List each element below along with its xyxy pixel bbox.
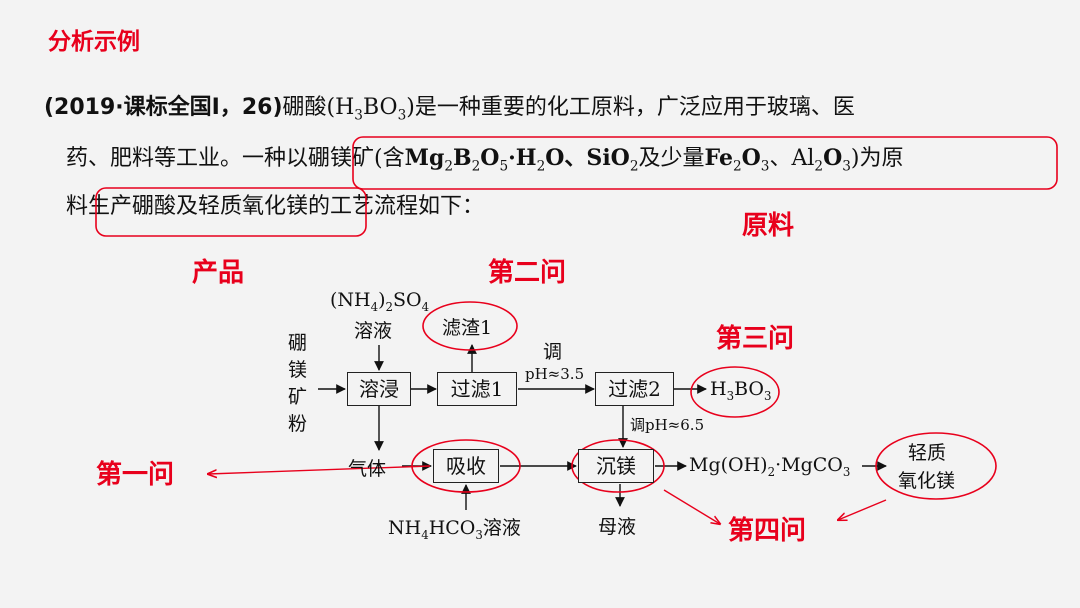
box-leach: 溶浸 xyxy=(347,372,411,406)
highlight-h3bo3 xyxy=(690,366,780,418)
product-h3bo3: H3BO3 xyxy=(710,378,772,403)
section-title: 分析示例 xyxy=(48,29,140,55)
label-raw-material: 原料 xyxy=(742,211,795,241)
adjust-ph-2: 调pH≈6.5 xyxy=(630,416,705,434)
label-question-4: 第四问 xyxy=(728,516,807,546)
reagent-ammonium-sulfate: (NH4)2SO4 xyxy=(330,289,430,314)
highlight-mgo xyxy=(875,432,997,500)
question-line-1: (2019·课标全国Ⅰ，26)硼酸(H3BO3)是一种重要的化工原料，广泛应用于… xyxy=(44,95,855,124)
reagent-nh4hco3: NH4HCO3溶液 xyxy=(388,517,521,542)
question-line-3: 料生产硼酸及轻质氧化镁的工艺流程如下： xyxy=(66,194,485,219)
adjust-ph-1-value: pH≈3.5 xyxy=(525,365,585,383)
mgo-line-2: 氧化镁 xyxy=(898,470,956,492)
pointer-question-1 xyxy=(208,465,431,474)
mother-liquor-label: 母液 xyxy=(598,516,637,538)
box-absorb: 吸收 xyxy=(433,449,499,483)
label-question-2: 第二问 xyxy=(488,258,567,288)
question-line-2: 药、肥料等工业。一种以硼镁矿(含Mg2B2O5·H2O、SiO2及少量Fe2O3… xyxy=(66,145,904,175)
gas-label: 气体 xyxy=(348,458,387,480)
mgo-line-1: 轻质 xyxy=(908,442,947,464)
pointer-question-4-right xyxy=(838,499,887,520)
reagent-state: 溶液 xyxy=(354,320,393,342)
adjust-ph-1-top: 调 xyxy=(543,341,563,363)
box-filter2: 过滤2 xyxy=(595,372,674,406)
label-product: 产品 xyxy=(192,258,245,288)
highlight-raw-material xyxy=(352,136,1058,190)
label-question-3: 第三问 xyxy=(716,324,795,354)
label-question-1: 第一问 xyxy=(96,460,175,490)
highlight-precip xyxy=(571,439,665,493)
box-precip: 沉镁 xyxy=(578,449,654,483)
highlight-residue xyxy=(422,301,518,351)
residue-label: 滤渣1 xyxy=(442,317,493,339)
highlight-product xyxy=(95,187,367,237)
box-filter1: 过滤1 xyxy=(437,372,517,406)
question-source: (2019·课标全国Ⅰ，26) xyxy=(44,95,283,120)
pointer-question-4-left xyxy=(663,489,720,524)
ore-label: 硼 镁 矿 粉 xyxy=(288,332,308,435)
product-mg-hydroxide-carbonate: Mg(OH)2·MgCO3 xyxy=(689,454,851,479)
